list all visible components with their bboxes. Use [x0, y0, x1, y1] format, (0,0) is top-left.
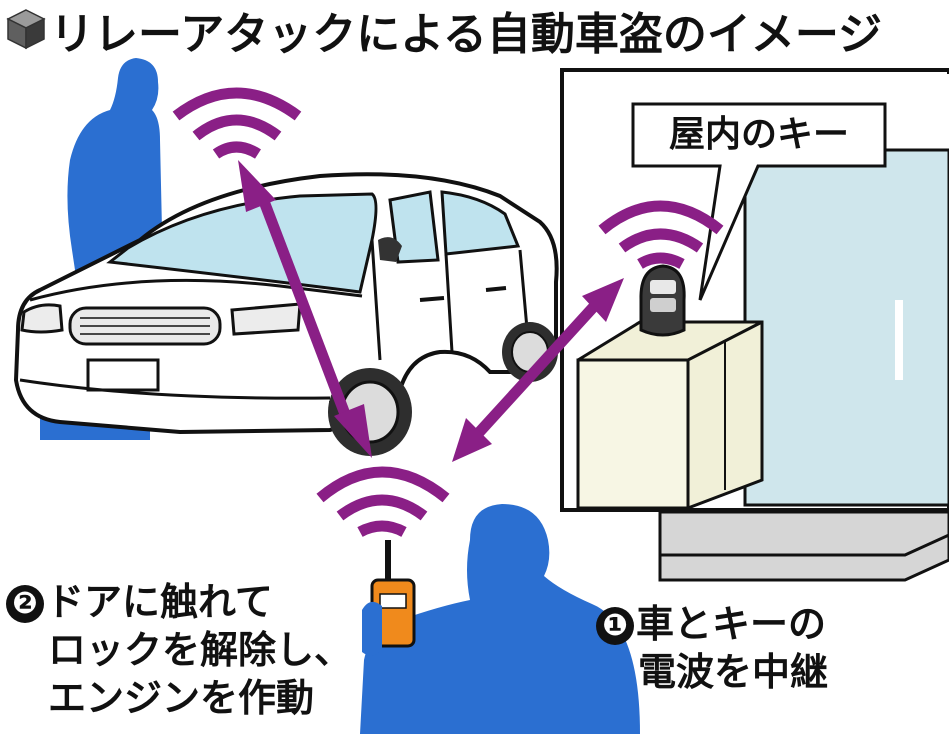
signal-wave-icon: [316, 466, 450, 537]
title-text: リレーアタックによる自動車盗のイメージ: [50, 9, 883, 60]
signal-wave-icon: [172, 87, 302, 159]
double-arrow-icon: [238, 160, 372, 458]
step-2-line-3: エンジンを作動: [48, 676, 315, 720]
double-arrow-icon: [452, 278, 624, 462]
cube-icon: [6, 9, 46, 50]
box: [576, 320, 764, 510]
step-2-number: ❷: [6, 585, 44, 623]
page-title: リレーアタックによる自動車盗のイメージ: [50, 0, 882, 62]
doorstep: [658, 510, 949, 582]
callout-label: 屋内のキー: [668, 114, 849, 155]
step-1-number: ❶: [596, 607, 634, 645]
callout-box: [631, 102, 887, 301]
signal-wave-icon: [598, 200, 724, 269]
car-icon: [13, 172, 559, 456]
step-2-text-1: ドアに触れて: [46, 580, 273, 624]
relay-device-icon: [362, 540, 416, 656]
step-1-line-2: 電波を中継: [638, 650, 829, 694]
step-2-line-2: ロックを解除し、: [48, 628, 353, 672]
callout: [631, 102, 887, 301]
door-highlight: [895, 300, 903, 380]
person-icon: [360, 504, 640, 734]
step-1-text-1: 車とキーの: [636, 602, 827, 646]
door: [743, 148, 949, 507]
key-fob-icon: [639, 264, 686, 337]
